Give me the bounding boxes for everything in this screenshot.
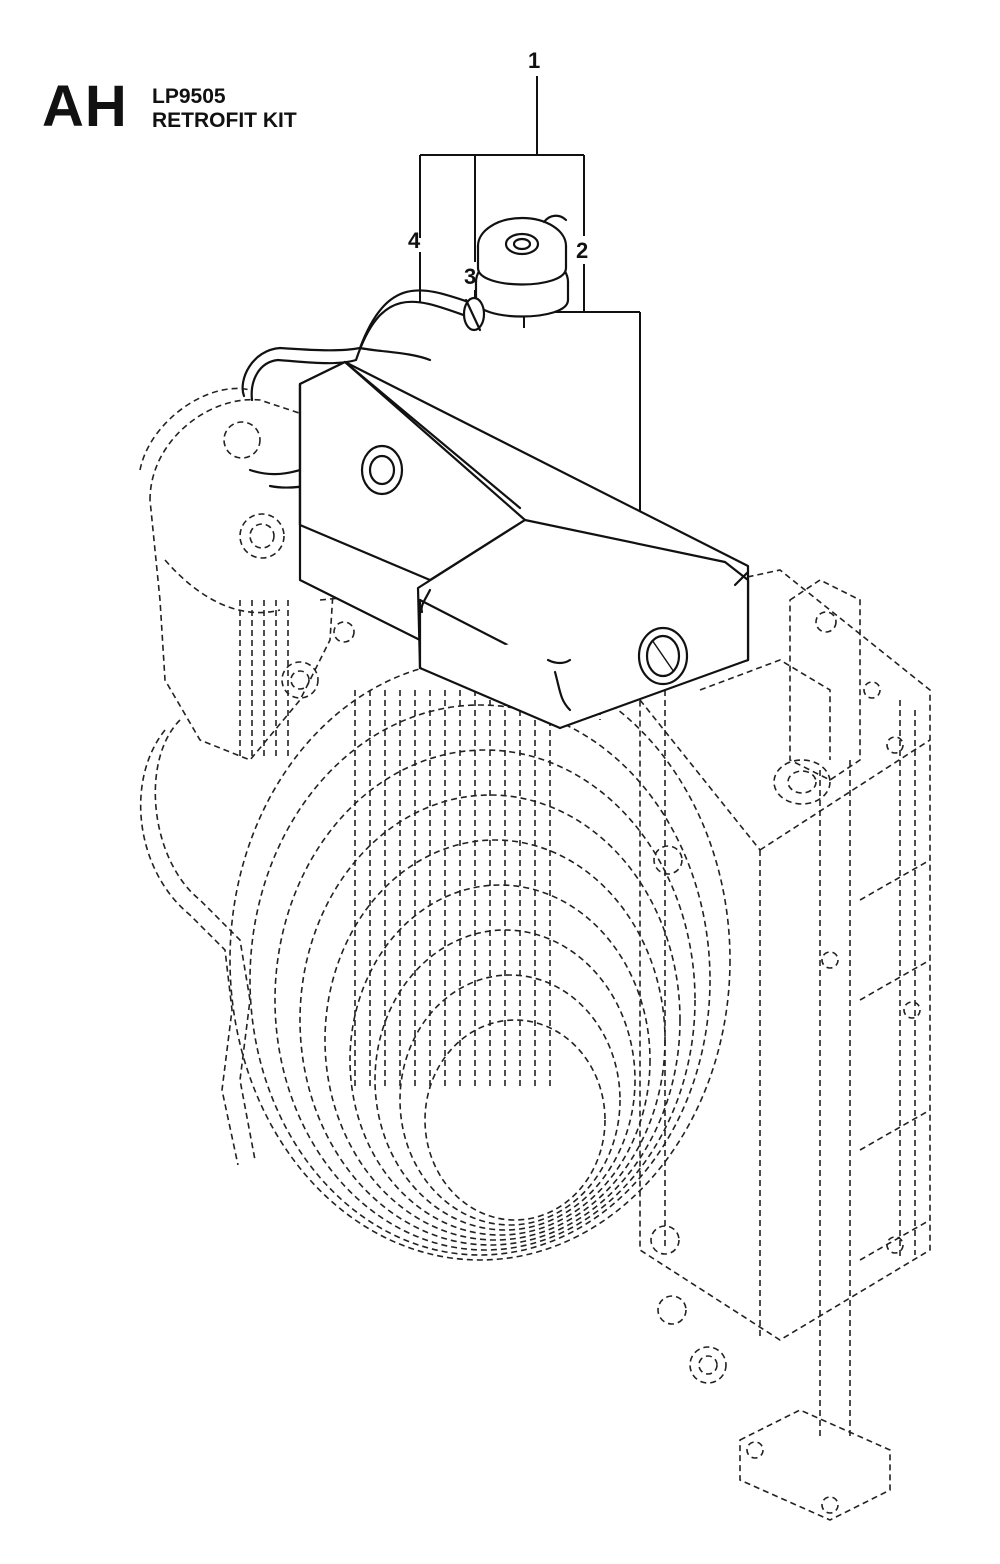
- model-number: LP9505: [152, 85, 226, 108]
- expansion-tank-item-2: [298, 360, 750, 730]
- section-letter: AH: [42, 74, 128, 139]
- filler-cap-item-3: [462, 214, 570, 332]
- callout-2: 2: [576, 238, 589, 263]
- callout-3: 3: [464, 264, 477, 289]
- leader-lines: [419, 76, 641, 548]
- grille-column: [239, 600, 289, 760]
- callout-1: 1: [528, 48, 541, 73]
- callout-4: 4: [408, 228, 421, 253]
- fan-hub-column: [354, 690, 551, 1090]
- reference-engine-assembly: [139, 387, 931, 1521]
- kit-title: RETROFIT KIT: [152, 109, 297, 132]
